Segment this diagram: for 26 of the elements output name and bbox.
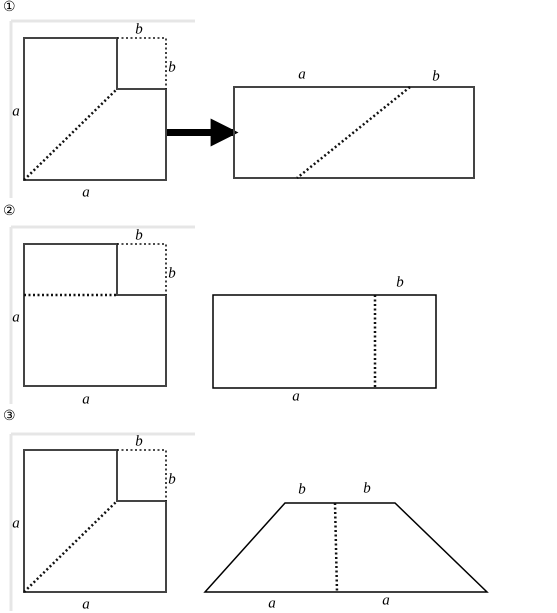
side-length-label: a — [268, 596, 276, 612]
side-length-label: b — [135, 22, 143, 38]
side-length-label: b — [135, 228, 143, 244]
panel-number: ① — [3, 0, 16, 14]
side-length-label: b — [168, 60, 176, 76]
side-length-label: a — [82, 598, 90, 612]
side-length-label: a — [382, 594, 390, 608]
panel-number: ③ — [3, 409, 16, 423]
side-length-label: b — [432, 70, 440, 84]
notched-square-drawing — [24, 38, 166, 180]
side-length-label: a — [292, 390, 300, 404]
side-length-label: b — [135, 434, 143, 450]
side-length-label: a — [12, 516, 20, 532]
side-length-label: b — [168, 472, 176, 488]
side-length-label: b — [396, 276, 404, 290]
panel-number: ② — [3, 204, 16, 218]
side-length-label: a — [12, 104, 20, 120]
side-length-label: a — [82, 392, 90, 408]
side-length-label: b — [168, 266, 176, 282]
side-length-label: b — [363, 482, 371, 496]
arrow — [167, 118, 239, 146]
side-length-label: b — [298, 482, 306, 498]
rectangle-drawing — [234, 87, 474, 178]
side-length-label: a — [298, 68, 306, 82]
side-length-label: a — [12, 310, 20, 326]
side-length-label: a — [82, 186, 90, 200]
